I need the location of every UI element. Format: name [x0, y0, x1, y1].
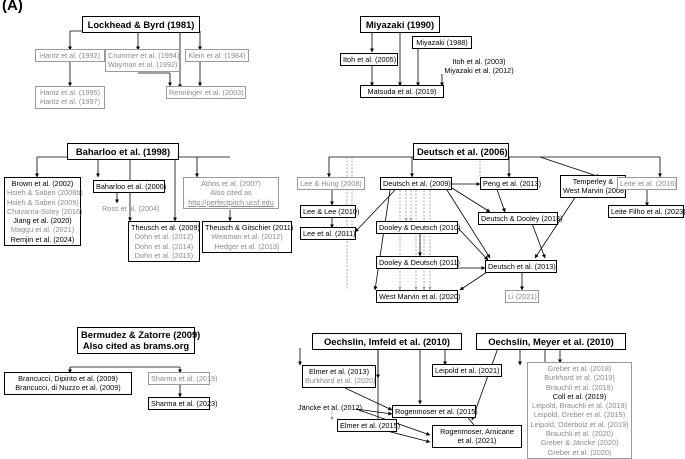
panel-label: (A): [2, 0, 23, 14]
node-lee-hung-2008: Lee & Hung (2008): [297, 177, 365, 191]
node-klein-1984: Klein et al. (1984): [185, 49, 249, 63]
node-leipold-2021: Leipold et al. (2021): [432, 364, 502, 378]
node-temperley-2008: Temperley &West Marvin (2008): [560, 175, 627, 198]
node-deutsch-2013: Deutsch et al. (2013): [485, 260, 557, 274]
edge: [457, 227, 489, 261]
node-deutsch-2009: Deutsch et al. (2009): [380, 177, 452, 191]
node-dooley-deutsch-2010: Dooley & Deutsch (2010): [376, 221, 461, 235]
node-athos-2007: Athos et al. (2007) Also cited as http:/…: [183, 177, 279, 209]
node-lee-2011: Lee et al. (2011): [300, 227, 356, 241]
edge: [354, 189, 396, 233]
node-greber-list: Greber et al. (2018) Burkhard et al. (20…: [527, 362, 632, 459]
node-hantz-1995: Hantz et al. (1995)Hantz et al. (1997): [35, 86, 105, 109]
node-brancucci-2009: Brancucci, Dipinto et al. (2009)Brancucc…: [4, 372, 132, 395]
node-bermudez-zatorre-2009: Bermudez & Zatorre (2009) Also cited as …: [77, 327, 200, 354]
node-oechslin-meyer-2010: Oechslin, Meyer et al. (2010): [476, 333, 626, 350]
node-miyazaki-1990: Miyazaki (1990): [360, 16, 440, 33]
node-baharloo-1998: Baharloo et al. (1998): [67, 143, 179, 160]
node-leite-2016: Leite et al. (2016): [617, 177, 677, 191]
node-matsuda-2019: Matsuda et al. (2019): [360, 85, 444, 99]
edge: [459, 269, 491, 291]
node-deutsch-2006: Deutsch et al. (2006): [413, 143, 509, 160]
node-renninger-2003: Renninger et al. (2003): [166, 86, 246, 100]
node-deutsch-dooley-2013: Deutsch & Dooley (2013): [478, 212, 563, 226]
node-brown-list: Brown et al. (2002) Hsieh & Saberi (2008…: [4, 177, 83, 247]
node-li-2021: Li (2021): [505, 290, 539, 304]
node-oechslin-imfeld-2010: Oechslin, Imfeld et al. (2010): [312, 333, 462, 350]
edge: [344, 387, 393, 411]
node-dooley-deutsch-2011: Dooley & Deutsch (2011): [376, 256, 460, 270]
node-itoh-2005: Itoh et al. (2005): [340, 53, 398, 67]
node-leite-filho-2023: Leite Filho et al. (2023): [608, 205, 685, 219]
node-hantz-1992: Hantz et al. (1992): [35, 49, 105, 63]
node-peng-2013: Peng et al. (2013): [480, 177, 541, 191]
node-theusch-2009: Theusch et al. (2009) Dohn et al. (2012)…: [128, 221, 200, 263]
node-crummer-1994: Crummer et al. (1994)Wayman et al. (1992…: [105, 49, 180, 72]
node-itoh-2003: Itoh et al. (2003)Miyazaki et al. (2012): [444, 57, 514, 76]
node-jancke-2012: Jäncke et al. (2012): [298, 403, 363, 412]
node-lockhead-byrd-1981: Lockhead & Byrd (1981): [82, 16, 200, 33]
node-west-marvin-2020: West Marvin et al. (2020): [376, 290, 460, 304]
node-miyazaki-1988: Miyazaki (1988): [412, 36, 472, 50]
node-elmer-2015: Elmer et al. (2015): [337, 419, 400, 433]
edge: [451, 187, 491, 213]
node-ross-2004: Ross et al. (2004): [102, 204, 160, 213]
node-rogenmoser-2015: Rogenmoser et al. (2015): [392, 405, 478, 419]
node-sharma-2023: Sharma et al. (2023): [148, 397, 218, 411]
node-sharma-2019: Sharma et al. (2019): [148, 372, 218, 386]
edge: [355, 408, 393, 416]
edge: [539, 156, 601, 178]
edge: [446, 189, 491, 259]
edge: [373, 189, 391, 291]
node-lee-lee-2010: Lee & Lee (2010): [300, 205, 359, 219]
node-elmer-2013: Elmer et al. (2013) Burkhard et al. (202…: [302, 365, 376, 388]
edge: [471, 347, 499, 421]
node-baharloo-2000: Baharloo et al. (2000): [93, 180, 166, 194]
node-theusch-gitschier-2011: Theusch & Gitschier (2011) Weisman et al…: [202, 221, 293, 253]
